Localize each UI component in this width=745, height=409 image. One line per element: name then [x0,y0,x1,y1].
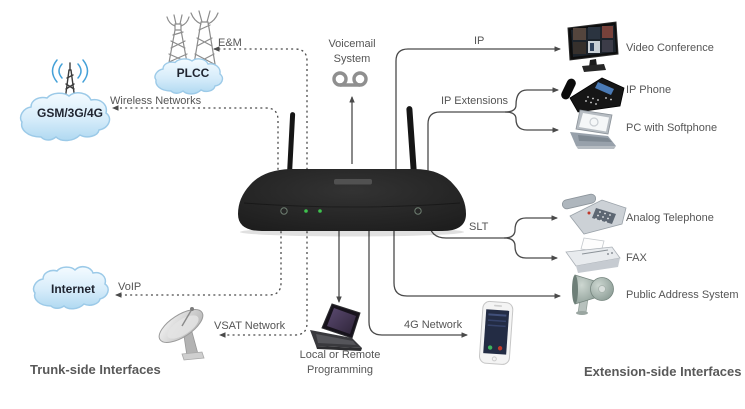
extension-side-heading: Extension-side Interfaces [584,364,742,379]
internet-cloud [32,265,109,310]
video-conference-label: Video Conference [626,42,714,54]
public-address-system-label: Public Address System [626,289,739,301]
device-led-indicators [280,207,422,215]
slt-fax-branch [503,237,558,261]
wireless-connector-line [112,105,279,175]
em-label: E&M [218,37,242,49]
ip-extensions-pc-branch [504,111,559,133]
pa-connector-line [393,226,561,299]
ip-extensions-main-line [427,111,505,176]
voicemail-system-label: Voicemail System [328,38,376,65]
plcc-cloud [154,58,224,95]
fax-machine-icon [565,237,621,273]
gsm-cloud-label: GSM/3G/4G [36,106,104,120]
trunk-side-heading: Trunk-side Interfaces [30,362,161,377]
slt-analog-branch [503,215,558,239]
vsat-network-label: VSAT Network [214,320,286,332]
plcc-cloud-label: PLCC [176,66,210,80]
programming-label: Local or Remote Programming [299,349,381,376]
pbx-device [238,106,466,237]
pa-horn-speaker-icon [572,274,614,315]
internet-cloud-label: Internet [50,282,95,296]
vsat-dish-icon [158,307,205,361]
4g-connector-line [368,226,468,338]
analog-telephone-icon [561,193,627,235]
ip-extensions-phone-branch [504,87,559,113]
programming-laptop-icon [310,303,362,351]
pc-with-softphone-label: PC with Softphone [626,122,718,134]
ip-phone-label: IP Phone [626,84,672,96]
ip-extensions-label: IP Extensions [441,95,509,107]
4g-smartphone-icon [478,300,514,365]
vsat-connector-line [219,226,308,338]
video-conference-monitor-icon [567,21,619,72]
4g-network-label: 4G Network [404,319,463,331]
fax-label: FAX [626,252,647,264]
voicemail-icon [332,71,368,87]
gsm-cloud [19,92,111,142]
ip-connector-line [395,46,561,172]
ip-label: IP [474,35,485,47]
analog-telephone-label: Analog Telephone [626,212,714,224]
voip-label: VoIP [118,281,142,293]
softphone-laptop-icon [570,109,616,149]
plcc-transmission-towers-icon [166,10,219,71]
wireless-networks-label: Wireless Networks [110,95,202,107]
slt-label: SLT [469,221,489,233]
ip-phone-icon [561,77,625,113]
